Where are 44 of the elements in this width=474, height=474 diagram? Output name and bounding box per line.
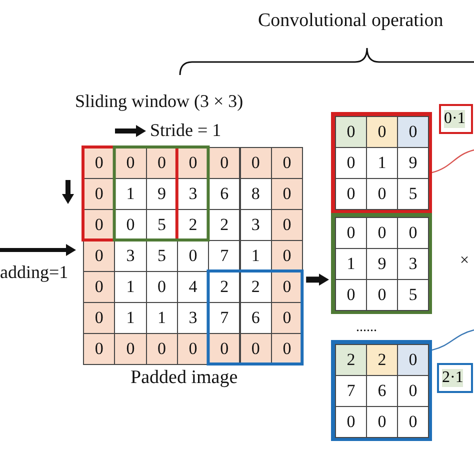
expression-text: 0·1 [444,110,466,128]
window-matrix [331,112,432,213]
arrow [306,274,329,286]
matrix-cell: 0 [83,271,116,303]
connector-line [432,329,474,351]
matrix-cell: 0 [146,333,178,365]
matrix-cell: 0 [240,333,272,365]
window-matrix [331,213,432,314]
matrix-cell: 0 [270,147,304,179]
image-grid [83,147,302,364]
matrix-cell: 0 [335,406,367,438]
expression-text: 2·1 [442,369,464,387]
matrix-cell: 0 [83,302,116,334]
matrix-cell: 0 [208,147,240,179]
connector-line [432,149,474,174]
matrix-cell: 0 [240,147,272,179]
matrix-cell: 0 [270,240,304,272]
matrix-cell: 0 [397,217,429,249]
matrix-cell: 0 [335,279,367,311]
image-label: Padded image [130,367,238,389]
label-text: ...... [356,320,377,336]
expression-box [439,104,473,134]
matrix-cell: 0 [270,178,304,210]
label-text: adding=1 [0,262,68,283]
matrix-cell: 2 [335,344,367,376]
matrix-cell: 0 [270,209,304,241]
matrix-cell: 5 [397,178,429,210]
label-text: × [460,252,470,270]
matrix-cell: 2 [366,344,398,376]
matrix-cell: 0 [366,116,398,148]
matrix-cell: 0 [397,116,429,148]
matrix-cell: 0 [335,116,367,148]
title: Convolutional operation [258,10,444,32]
matrix-cell: 0 [83,333,116,365]
matrix-cell: 0 [397,344,429,376]
matrix-cell: 0 [397,406,429,438]
expression-box [437,363,473,393]
matrix-cell: 0 [335,217,367,249]
label-text: Sliding window (3 × 3) [75,91,244,112]
matrix-cell: 5 [397,279,429,311]
label-text: Stride = 1 [150,120,222,141]
matrix-cell: 0 [335,178,367,210]
window-matrix [331,340,432,441]
matrix-cell: 0 [114,333,147,365]
